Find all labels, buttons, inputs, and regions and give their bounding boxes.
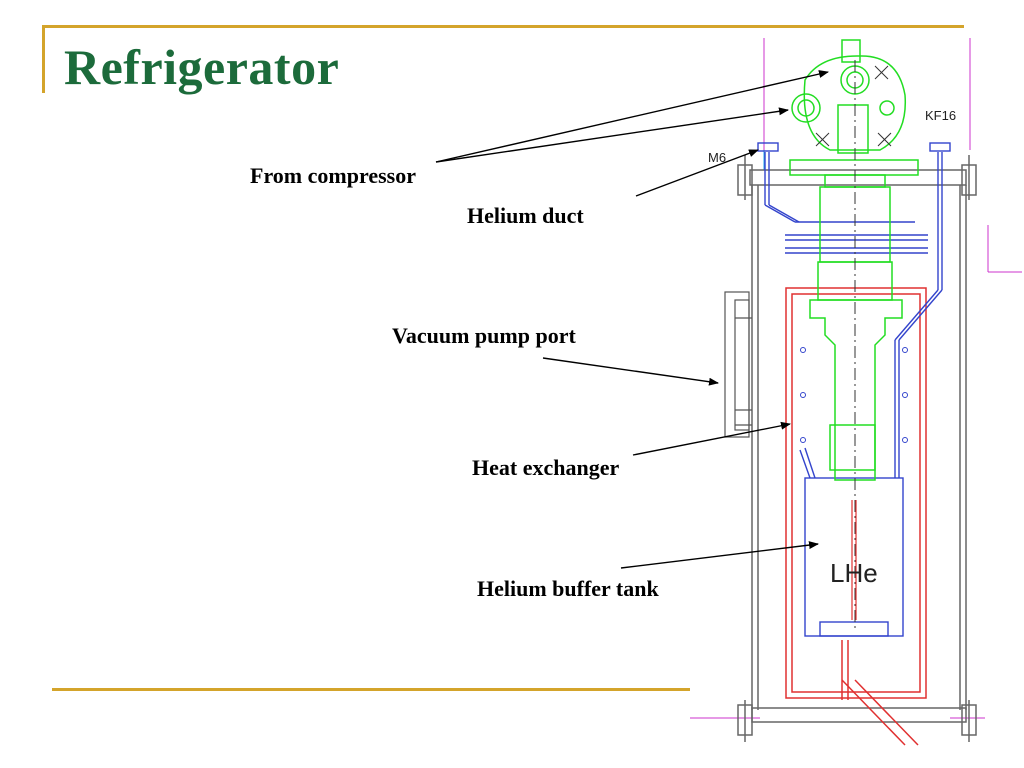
duct-drawing (757, 142, 951, 637)
arrow-heat-exchanger (632, 421, 791, 456)
arrow-helium-duct (635, 149, 759, 197)
arrow-vacuum-pump-port (542, 357, 719, 386)
label-helium-buffer-tank: Helium buffer tank (477, 576, 659, 601)
bottom-rule (52, 688, 690, 691)
title-accent-bar (42, 25, 45, 93)
m6-label: M6 (708, 150, 726, 165)
label-heat-exchanger: Heat exchanger (472, 455, 620, 480)
annotation-arrows (435, 70, 829, 569)
vacuum-pump-port-drawing (724, 291, 752, 438)
label-from-compressor: From compressor (250, 163, 416, 188)
arrow-helium-buffer-tank (620, 541, 819, 569)
kf16-label: KF16 (925, 108, 956, 123)
arrow-from-compressor-upper (435, 70, 829, 163)
bolt-holes (800, 347, 908, 443)
top-rule (42, 25, 964, 28)
slide-title: Refrigerator (64, 39, 340, 95)
lhe-label: LHe (830, 558, 878, 588)
tank-rod (851, 500, 857, 620)
label-helium-duct: Helium duct (467, 203, 584, 228)
outer-frame (737, 155, 977, 742)
arrow-from-compressor-lower (435, 107, 789, 163)
guide-lines (690, 38, 1022, 719)
cross-marks (815, 65, 892, 147)
vacuum-can-drawing (785, 287, 927, 746)
label-vacuum-pump-port: Vacuum pump port (392, 323, 576, 348)
